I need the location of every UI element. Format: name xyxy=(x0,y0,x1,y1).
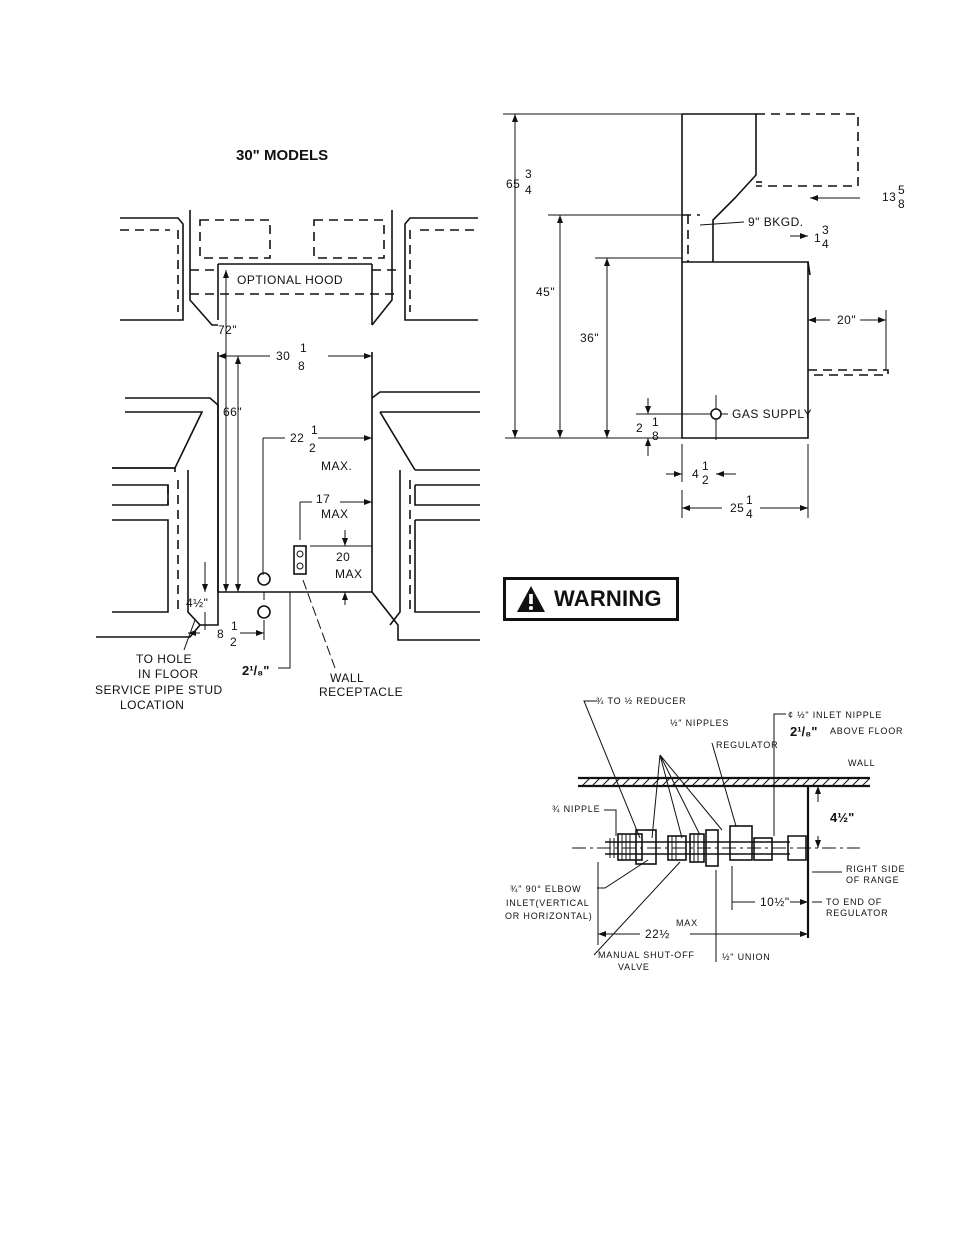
dim-65-label: 65 xyxy=(506,177,520,191)
dim-8-numerator: 1 xyxy=(231,619,238,633)
elbow-line2: INLET(VERTICAL xyxy=(506,898,590,908)
to-hole-line2: IN FLOOR xyxy=(138,667,199,681)
dim-65-denominator: 4 xyxy=(525,183,532,197)
elbow-line1: ¾" 90° ELBOW xyxy=(510,884,581,894)
dim-25-label: 25 xyxy=(730,501,744,515)
dim-4-numerator: 1 xyxy=(702,459,709,473)
dim-8-label: 8 xyxy=(217,627,224,641)
inlet-nipple-label: ¢ ½" INLET NIPPLE xyxy=(788,710,882,720)
dim-1-numerator: 3 xyxy=(822,223,829,237)
dim-13-denominator: 8 xyxy=(898,197,905,211)
shutoff-line2: VALVE xyxy=(618,962,650,972)
to-hole-line3: SERVICE PIPE STUD xyxy=(95,683,223,697)
dim-4half-label: 4½" xyxy=(186,596,208,610)
dim-4-label: 4 xyxy=(692,467,699,481)
dim-30-label: 30 xyxy=(276,349,290,363)
piping-dim-4half: 4½" xyxy=(830,810,854,825)
wall-receptacle-line2: RECEPTACLE xyxy=(319,685,403,699)
dim-72-label: 72" xyxy=(218,323,237,337)
dim-10half-label: 10½" xyxy=(760,895,790,909)
wall-receptacle-line1: WALL xyxy=(330,671,364,685)
above-floor-num: 2¹/₈" xyxy=(790,724,817,739)
dim-17-label: 17 xyxy=(316,492,330,506)
side-view-diagram: 65 3 4 45" 36" 9" BKGD. 13 5 8 1 3 4 20"… xyxy=(503,113,905,521)
bkgd-label: 9" BKGD. xyxy=(748,215,804,229)
dim-2-label: 2 xyxy=(636,421,643,435)
shutoff-line1: MANUAL SHUT-OFF xyxy=(598,950,695,960)
union-label: ½" UNION xyxy=(722,952,771,962)
optional-hood-label: OPTIONAL HOOD xyxy=(237,273,343,287)
dim-22-label: 22 xyxy=(290,431,304,445)
dim-2eighth-label: 2¹/₈" xyxy=(242,663,269,678)
dim-1-denominator: 4 xyxy=(822,237,829,251)
dim-22half-label: 22½ xyxy=(645,927,670,941)
to-end-line1: TO END OF xyxy=(826,897,882,907)
right-side-line2: OF RANGE xyxy=(846,875,899,885)
piping-max-label: MAX xyxy=(676,918,698,928)
dim-36-label: 36" xyxy=(580,331,599,345)
dim-8-denominator: 2 xyxy=(230,635,237,649)
dim-45-label: 45" xyxy=(536,285,555,299)
nipples-label: ½" NIPPLES xyxy=(670,718,729,728)
dim-66-label: 66" xyxy=(223,405,242,419)
dim-30-numerator: 1 xyxy=(300,341,307,355)
to-end-line2: REGULATOR xyxy=(826,908,888,918)
dim-20-label: 20 xyxy=(336,550,350,564)
max3-label: MAX xyxy=(335,567,363,581)
dim-2-denominator: 8 xyxy=(652,429,659,443)
dim-20-side-label: 20" xyxy=(837,313,856,327)
dim-22-numerator: 1 xyxy=(311,423,318,437)
warning-triangle-icon xyxy=(517,586,545,612)
elbow-line3: OR HORIZONTAL) xyxy=(505,911,593,921)
dim-13-label: 13 xyxy=(882,190,896,204)
max-label: MAX. xyxy=(321,459,352,473)
regulator-label: REGULATOR xyxy=(716,740,778,750)
reducer-label: ¾ TO ½ REDUCER xyxy=(596,696,686,706)
warning-sign: WARNING xyxy=(503,577,679,621)
nipple34-label: ¾ NIPPLE xyxy=(552,804,600,814)
gas-supply-label: GAS SUPPLY xyxy=(732,407,812,421)
max2-label: MAX xyxy=(321,507,349,521)
dim-13-numerator: 5 xyxy=(898,183,905,197)
models-title: 30" MODELS xyxy=(236,147,328,164)
dim-1-label: 1 xyxy=(814,231,821,245)
front-view-diagram: 30" MODELS xyxy=(95,147,480,712)
dim-65-numerator: 3 xyxy=(525,167,532,181)
wall-label: WALL xyxy=(848,758,875,768)
dim-22-denominator: 2 xyxy=(309,441,316,455)
warning-label: WARNING xyxy=(554,586,662,611)
right-side-line1: RIGHT SIDE xyxy=(846,864,905,874)
dim-4-denominator: 2 xyxy=(702,473,709,487)
to-hole-line4: LOCATION xyxy=(120,698,184,712)
dim-25-numerator: 1 xyxy=(746,493,753,507)
to-hole-line1: TO HOLE xyxy=(136,652,192,666)
above-floor-label: ABOVE FLOOR xyxy=(830,726,903,736)
dim-25-denominator: 4 xyxy=(746,507,753,521)
dim-2-numerator: 1 xyxy=(652,415,659,429)
dim-30-denominator: 8 xyxy=(298,359,305,373)
piping-detail-diagram: ¾ TO ½ REDUCER ½" NIPPLES ¢ ½" INLET NIP… xyxy=(505,696,905,972)
